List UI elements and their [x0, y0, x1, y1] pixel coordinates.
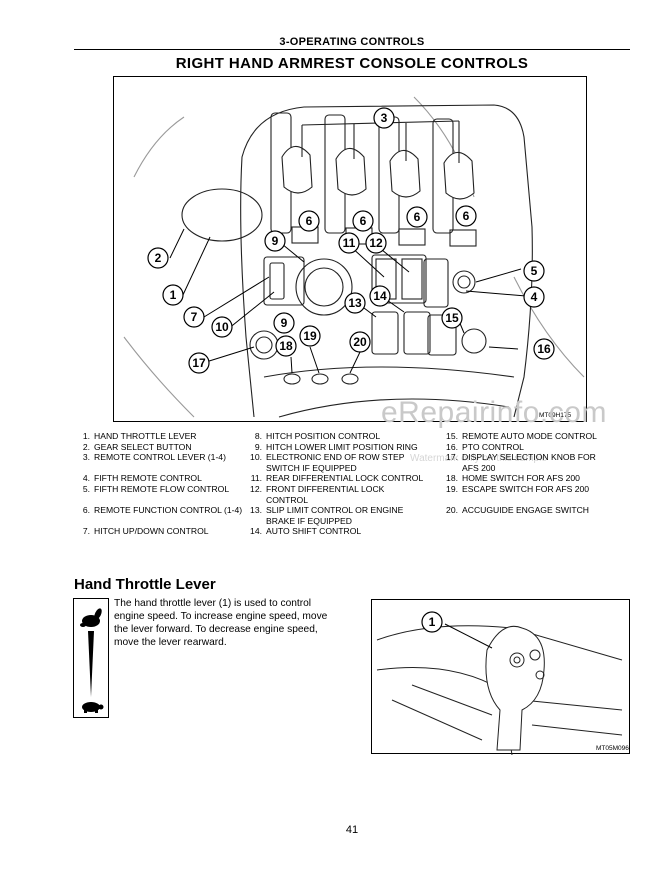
callout-label: 1 — [429, 615, 436, 629]
turtle-icon — [82, 702, 104, 713]
legend-item: 2.GEAR SELECT BUTTON — [82, 441, 192, 452]
callout-label: 11 — [343, 236, 356, 250]
callout-label: 7 — [191, 310, 198, 324]
speed-wedge-icon — [80, 608, 104, 713]
throttle-illustration: 1 MT05M096 — [376, 611, 629, 756]
legend-item: 10.ELECTRONIC END OF ROW STEP SWITCH IF … — [250, 452, 405, 473]
figure-code: MT09H175 — [539, 412, 572, 419]
legend-item: 19.ESCAPE SWITCH FOR AFS 200 — [446, 483, 590, 494]
callout-label: 6 — [360, 214, 367, 228]
legend-col-1: 1.HAND THROTTLE LEVER 2.GEAR SELECT BUTT… — [74, 431, 242, 537]
legend-item: 20.ACCUGUIDE ENGAGE SWITCH — [446, 505, 590, 516]
legend-item: 17.DISPLAY SELECTION KNOB FOR AFS 200 — [446, 452, 596, 473]
callout-label: 6 — [463, 209, 470, 223]
page-title: RIGHT HAND ARMREST CONSOLE CONTROLS — [175, 55, 529, 72]
legend-item: 3.REMOTE CONTROL LEVER (1-4) — [82, 452, 226, 463]
legend-item: 14.AUTO SHIFT CONTROL — [250, 526, 362, 537]
callout-label: 17 — [192, 356, 206, 370]
legend-item: 12.FRONT DIFFERENTIAL LOCK CONTROL — [250, 483, 385, 505]
header-rule — [74, 49, 630, 50]
legend-item: 6.REMOTE FUNCTION CONTROL (1-4) — [82, 505, 243, 516]
callout-label: 2 — [155, 251, 162, 265]
legend-col-2: 8.HITCH POSITION CONTROL 9.HITCH LOWER L… — [246, 431, 423, 537]
watermark: eRepairinfo.com — [381, 396, 607, 429]
section-title: Hand Throttle Lever — [74, 576, 216, 593]
legend-item: 9.HITCH LOWER LIMIT POSITION RING — [254, 441, 418, 452]
legend-item: 4.FIFTH REMOTE CONTROL — [82, 473, 202, 484]
legend-col-3: 15.REMOTE AUTO MODE CONTROL 16.PTO CONTR… — [442, 431, 597, 516]
legend-item: 15.REMOTE AUTO MODE CONTROL — [446, 431, 597, 441]
legend-item: 13.SLIP LIMIT CONTROL OR ENGINE BRAKE IF… — [250, 505, 404, 526]
legend-item: 1.HAND THROTTLE LEVER — [82, 431, 197, 441]
section-header: 3-OPERATING CONTROLS — [279, 36, 425, 48]
callout-label: 16 — [537, 342, 551, 356]
callout-3 — [373, 107, 395, 129]
legend-item: 11.REAR DIFFERENTIAL LOCK CONTROL — [250, 473, 424, 484]
console-figure: 3 6 6 6 6 9 11 12 2 5 1 4 7 10 9 13 14 1… — [113, 76, 587, 422]
callout-label: 10 — [215, 320, 229, 334]
legend-item: 8.HITCH POSITION CONTROL — [254, 431, 381, 441]
callout-label: 9 — [281, 316, 288, 330]
throttle-figure: 1 MT05M096 — [371, 599, 630, 756]
page-number: 41 — [345, 824, 359, 836]
callout-label: 18 — [279, 339, 293, 353]
callout-label: 20 — [353, 335, 367, 349]
legend-item: 5.FIFTH REMOTE FLOW CONTROL — [82, 483, 230, 494]
callout-label: 19 — [303, 329, 317, 343]
callout-label: 6 — [414, 210, 421, 224]
callout-label: 12 — [369, 236, 383, 250]
rabbit-icon — [80, 608, 102, 627]
callout-label: 14 — [373, 289, 387, 303]
legend-item: 7.HITCH UP/DOWN CONTROL — [82, 526, 209, 537]
watermark-small: Watermark only on this sample — [410, 453, 547, 464]
body-paragraph: The hand throttle lever (1) is used to c… — [114, 598, 328, 648]
callout-label: 4 — [531, 290, 538, 304]
callout-label: 15 — [445, 311, 459, 325]
callout-label: 3 — [381, 111, 388, 125]
speed-wedge — [88, 631, 94, 697]
speed-icon-panel — [73, 598, 109, 718]
callout-label: 9 — [272, 234, 279, 248]
legend-item: 16.PTO CONTROL — [446, 441, 524, 452]
callout-label: 13 — [348, 296, 362, 310]
legend-item: 18.HOME SWITCH FOR AFS 200 — [446, 473, 580, 484]
console-illustration: 3 6 6 6 6 9 11 12 2 5 1 4 7 10 9 13 14 1… — [123, 96, 585, 419]
figure-code: MT05M096 — [596, 745, 629, 752]
callout-label: 6 — [306, 214, 313, 228]
callout-label: 5 — [531, 264, 538, 278]
callout-label: 1 — [170, 288, 177, 302]
